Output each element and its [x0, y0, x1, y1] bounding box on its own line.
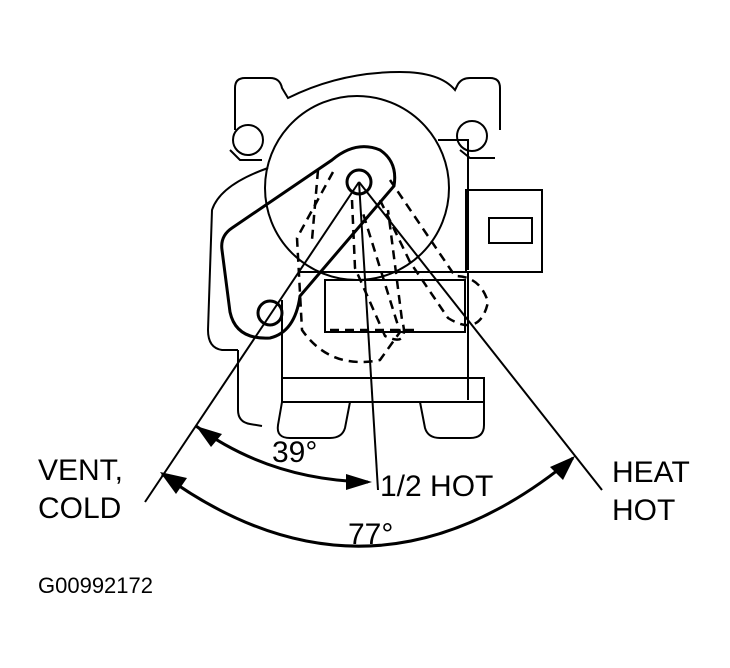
mount-ear-right [456, 120, 488, 152]
arrow-77-right [550, 456, 575, 480]
angle-arcs [160, 424, 575, 548]
vent-cold-label-line1: VENT, [38, 454, 123, 487]
mount-ear-left [232, 124, 264, 156]
arc-77 [161, 456, 574, 548]
lower-base [281, 377, 485, 403]
lever-alternate-positions [295, 169, 490, 364]
vent-cold-label-line2: COLD [38, 492, 121, 525]
heat-hot-label-line2: HOT [612, 494, 675, 527]
heat-hot-label-line1: HEAT [612, 456, 690, 489]
angle-77-label: 77° [348, 518, 393, 551]
actuator-housing [206, 70, 543, 439]
lever-pin [256, 299, 284, 327]
arrow-39-right [346, 474, 372, 490]
half-hot-label: 1/2 HOT [380, 470, 493, 503]
angle-39-label: 39° [272, 436, 317, 469]
electrical-connector [465, 189, 543, 273]
heat-hot-line [358, 181, 603, 491]
arrow-39-left [196, 426, 222, 447]
half-hot-line [358, 181, 379, 491]
figure-id: G00992172 [38, 573, 153, 598]
arrow-77-left [160, 472, 187, 494]
position-lines [144, 181, 603, 503]
vent-cold-line [144, 181, 360, 503]
inner-gear-box [324, 279, 466, 333]
connector-socket [488, 217, 533, 244]
